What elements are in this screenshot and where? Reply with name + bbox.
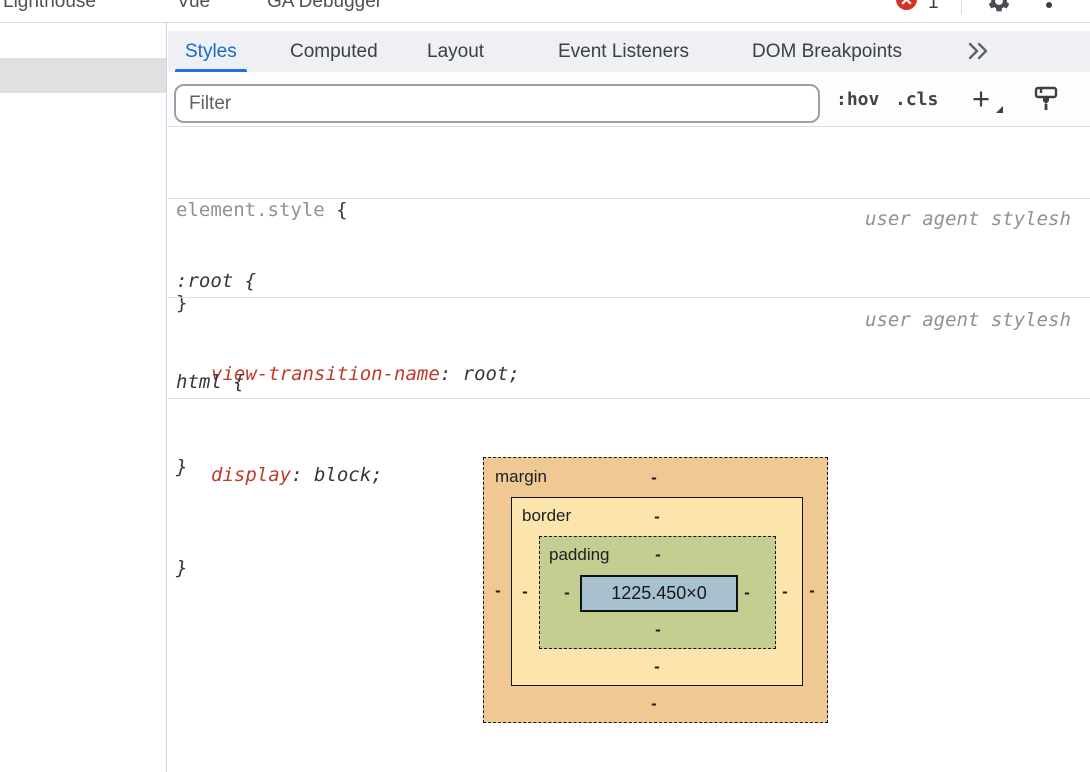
plus-dropdown-corner (996, 106, 1003, 113)
rule-element-style[interactable]: element.style { } (168, 128, 1090, 314)
rule-selector-line: html { (176, 367, 1090, 398)
error-badge-icon[interactable] (896, 0, 917, 10)
close-brace: } (176, 292, 188, 314)
kebab-menu-icon[interactable] (1046, 2, 1052, 8)
double-chevron-icon[interactable] (966, 41, 992, 66)
elements-panel (0, 23, 167, 772)
box-model-content-region[interactable]: 1225.450×0 (580, 575, 738, 612)
open-brace: { (233, 270, 257, 292)
margin-right-value[interactable]: - (809, 581, 815, 600)
box-model-margin-region[interactable]: margin - - - - border - - - - padding - … (483, 457, 828, 723)
css-rules-list: element.style { } :root { view-transitio… (168, 128, 1090, 579)
close-brace: } (176, 557, 188, 579)
gear-icon[interactable] (986, 0, 1012, 14)
selected-element-row[interactable] (0, 58, 166, 93)
css-property-value[interactable]: : block; (291, 464, 383, 486)
class-toggle[interactable]: .cls (895, 89, 939, 110)
border-bottom-value[interactable]: - (654, 657, 660, 676)
devtools-tab-vue[interactable]: Vue (177, 0, 211, 12)
tab-computed[interactable]: Computed (290, 41, 378, 62)
stylesheet-origin-label: user agent stylesh (865, 309, 1071, 331)
tab-dom-breakpoints[interactable]: DOM Breakpoints (752, 41, 902, 62)
plus-glyph: + (972, 81, 991, 116)
margin-bottom-value[interactable]: - (651, 694, 657, 713)
rule-selector-line: element.style { (176, 195, 1090, 226)
border-top-value[interactable]: - (654, 507, 660, 526)
stylesheet-origin-label: user agent stylesh (865, 208, 1071, 230)
pseudo-state-toggle[interactable]: :hov (836, 89, 880, 110)
padding-right-value[interactable]: - (744, 583, 750, 602)
toolbar-divider (961, 0, 962, 14)
error-count: 1 (928, 0, 939, 13)
new-style-rule-icon[interactable]: + (972, 82, 1006, 118)
open-brace: { (221, 371, 245, 393)
rule-html[interactable]: html { display: block; } user agent styl… (168, 298, 1090, 579)
rule-selector[interactable]: element.style (176, 199, 325, 221)
box-model-border-region[interactable]: border - - - - padding - - - - 1225.450×… (511, 497, 803, 686)
styles-sidebar: Styles Computed Layout Event Listeners D… (168, 23, 1090, 772)
css-property-value[interactable]: : root; (439, 363, 520, 385)
tab-styles[interactable]: Styles (185, 41, 237, 62)
margin-label: margin (495, 467, 547, 486)
devtools-tab-ga-debugger[interactable]: GA Debugger (267, 0, 383, 12)
css-property-name[interactable]: display (211, 464, 292, 486)
devtools-toolbar: Lighthouse Vue GA Debugger 1 (0, 0, 1090, 23)
box-model-padding-region[interactable]: padding - - - - 1225.450×0 (539, 536, 776, 649)
border-label: border (522, 506, 572, 525)
devtools-tab-lighthouse[interactable]: Lighthouse (3, 0, 96, 12)
open-brace: { (324, 199, 348, 221)
rule-root[interactable]: :root { view-transition-name: root; } us… (168, 199, 1090, 478)
margin-left-value[interactable]: - (495, 581, 501, 600)
filter-input[interactable] (174, 84, 820, 123)
rule-selector: html (176, 371, 222, 393)
border-left-value[interactable]: - (522, 582, 528, 601)
padding-top-value[interactable]: - (655, 545, 661, 564)
padding-label: padding (549, 545, 610, 564)
border-right-value[interactable]: - (782, 582, 788, 601)
active-tab-underline (175, 69, 247, 72)
css-property-line[interactable]: view-transition-name: root; (176, 359, 1090, 390)
close-brace: } (176, 456, 188, 478)
paintbrush-icon[interactable] (1032, 85, 1060, 113)
padding-left-value[interactable]: - (564, 583, 570, 602)
padding-bottom-value[interactable]: - (655, 620, 661, 639)
tab-event-listeners[interactable]: Event Listeners (558, 41, 689, 62)
css-property-line[interactable]: display: block; (176, 460, 1090, 491)
tab-layout[interactable]: Layout (427, 41, 485, 62)
css-property-name[interactable]: view-transition-name (211, 363, 440, 385)
rule-selector: :root (176, 270, 234, 292)
styles-filter-row: :hov .cls + (168, 72, 1090, 127)
sidebar-tabbar: Styles Computed Layout Event Listeners D… (168, 31, 1090, 72)
margin-top-value[interactable]: - (651, 468, 657, 487)
rule-selector-line: :root { (176, 266, 1090, 297)
